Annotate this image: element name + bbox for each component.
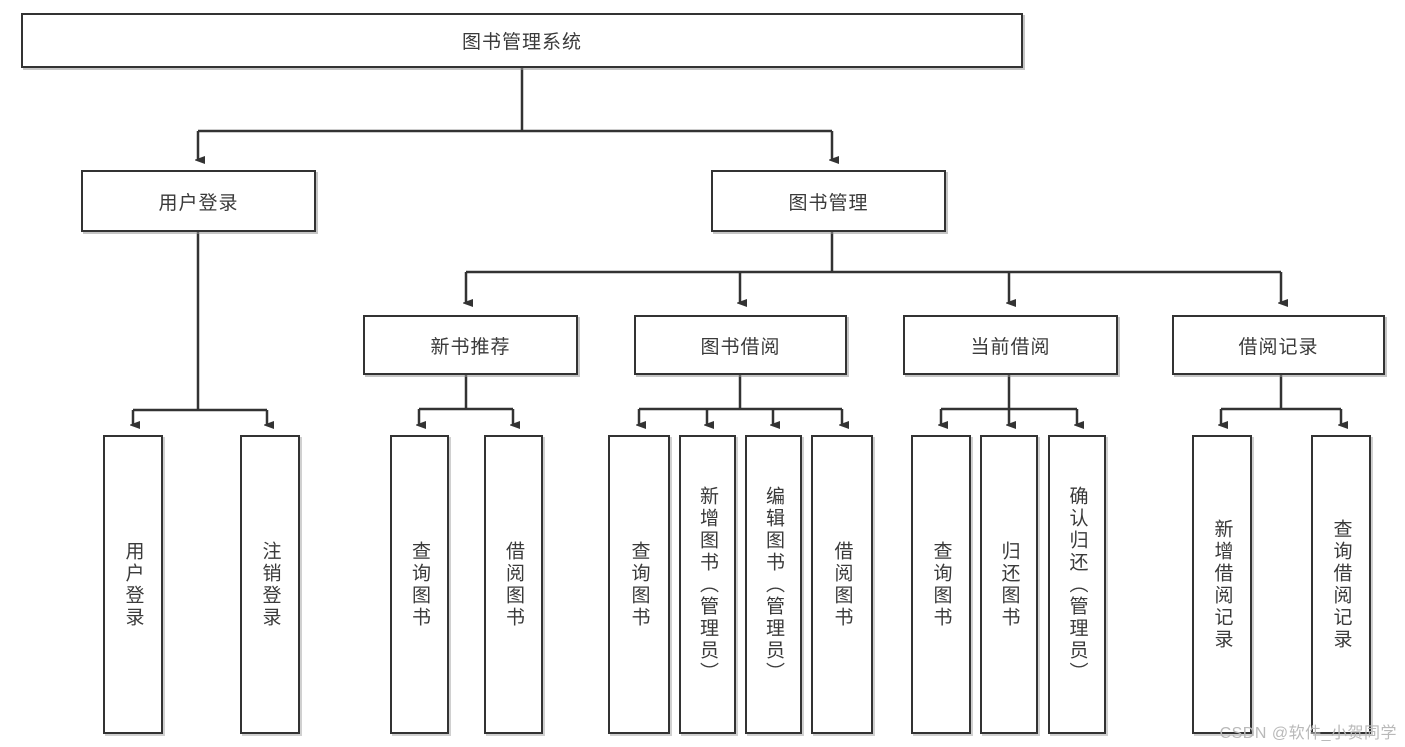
leaf-book-borrow-3[interactable]: 编辑图书（管理员） xyxy=(745,435,802,734)
leaf-user-login-2[interactable]: 注销登录 xyxy=(240,435,300,734)
leaf-book-borrow-2-label: 新增图书（管理员） xyxy=(697,485,718,684)
node-root-label: 图书管理系统 xyxy=(461,32,582,53)
node-book-manage-label: 图书管理 xyxy=(788,192,869,214)
watermark-text: CSDN @软件_小贺同学 xyxy=(1219,725,1397,742)
leaf-borrow-record-2-label: 查询借阅记录 xyxy=(1330,518,1352,651)
leaf-user-login-1[interactable]: 用户登录 xyxy=(103,435,163,734)
node-new-book-recommend-label: 新书推荐 xyxy=(430,336,511,358)
node-borrow-record[interactable]: 借阅记录 xyxy=(1172,315,1385,375)
leaf-borrow-record-2[interactable]: 查询借阅记录 xyxy=(1311,435,1371,734)
leaf-new-book-1[interactable]: 查询图书 xyxy=(390,435,449,734)
leaf-new-book-2[interactable]: 借阅图书 xyxy=(484,435,543,734)
leaf-book-borrow-1[interactable]: 查询图书 xyxy=(608,435,670,734)
node-book-manage[interactable]: 图书管理 xyxy=(711,170,946,232)
node-user-login[interactable]: 用户登录 xyxy=(81,170,316,232)
leaf-book-borrow-2[interactable]: 新增图书（管理员） xyxy=(679,435,736,734)
node-borrow-record-label: 借阅记录 xyxy=(1238,336,1319,358)
leaf-user-login-1-label: 用户登录 xyxy=(122,540,144,629)
node-book-borrow[interactable]: 图书借阅 xyxy=(634,315,847,375)
node-current-borrow-label: 当前借阅 xyxy=(970,336,1051,358)
leaf-current-borrow-3-label: 确认归还（管理员） xyxy=(1066,485,1088,684)
leaf-current-borrow-3[interactable]: 确认归还（管理员） xyxy=(1048,435,1106,734)
leaf-book-borrow-3-label: 编辑图书（管理员） xyxy=(763,485,784,684)
node-user-login-label: 用户登录 xyxy=(158,192,239,214)
leaf-book-borrow-1-label: 查询图书 xyxy=(628,540,650,629)
node-root[interactable]: 图书管理系统 xyxy=(21,13,1023,68)
leaf-current-borrow-2[interactable]: 归还图书 xyxy=(980,435,1038,734)
node-current-borrow[interactable]: 当前借阅 xyxy=(903,315,1118,375)
leaf-current-borrow-1-label: 查询图书 xyxy=(930,540,952,629)
leaf-borrow-record-1-label: 新增借阅记录 xyxy=(1211,518,1233,651)
leaf-current-borrow-1[interactable]: 查询图书 xyxy=(911,435,971,734)
node-book-borrow-label: 图书借阅 xyxy=(700,336,781,358)
leaf-new-book-1-label: 查询图书 xyxy=(409,540,430,629)
leaf-user-login-2-label: 注销登录 xyxy=(259,540,281,629)
leaf-book-borrow-4[interactable]: 借阅图书 xyxy=(811,435,873,734)
leaf-current-borrow-2-label: 归还图书 xyxy=(998,540,1020,629)
node-new-book-recommend[interactable]: 新书推荐 xyxy=(363,315,578,375)
leaf-book-borrow-4-label: 借阅图书 xyxy=(831,540,853,629)
leaf-borrow-record-1[interactable]: 新增借阅记录 xyxy=(1192,435,1252,734)
leaf-new-book-2-label: 借阅图书 xyxy=(503,540,524,629)
